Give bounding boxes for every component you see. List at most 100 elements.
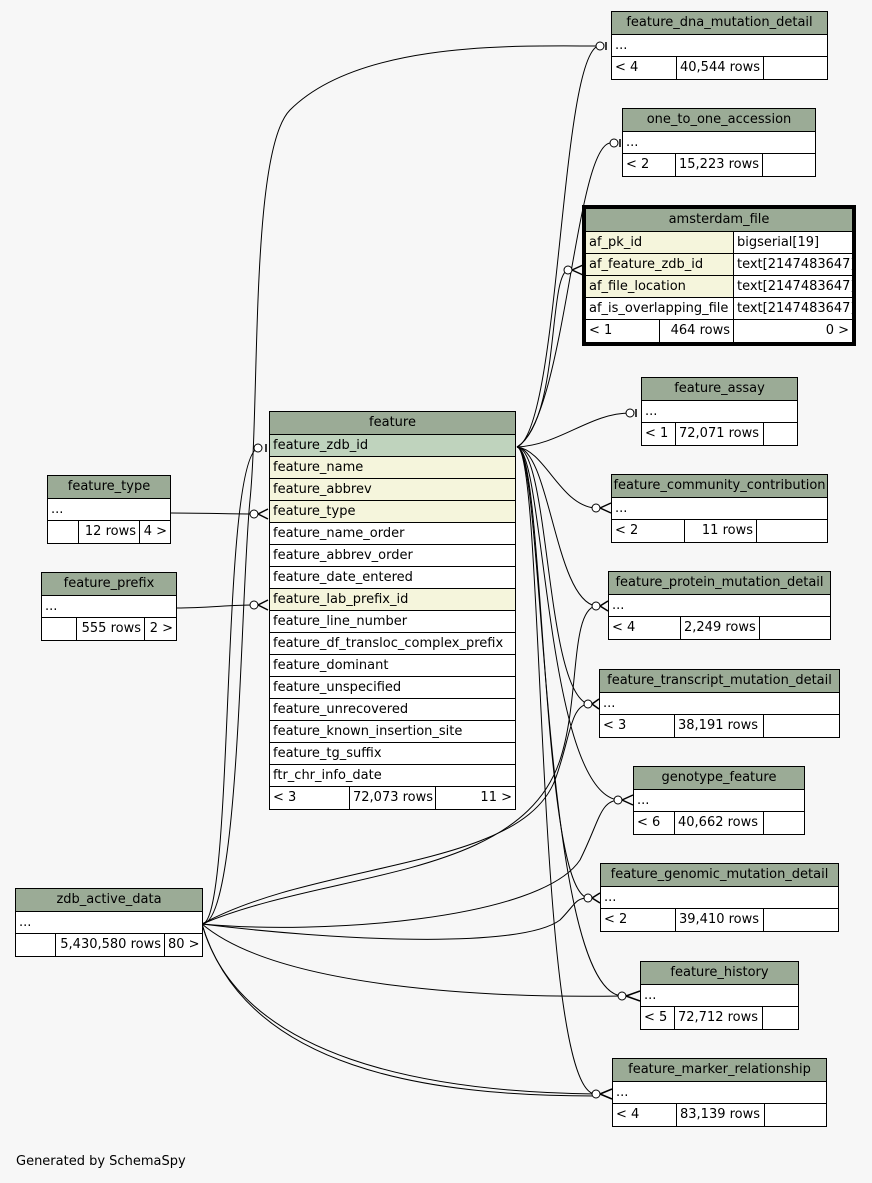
table-stats: < 1 72,071 rows <box>642 423 797 445</box>
column-row: feature_unrecovered <box>270 699 515 721</box>
table-feature-transcript-mutation-detail[interactable]: feature_transcript_mutation_detail ... <… <box>599 669 840 738</box>
table-zdb-active-data[interactable]: zdb_active_data ... 5,430,580 rows 80 > <box>15 888 203 957</box>
table-title[interactable]: feature_protein_mutation_detail <box>609 572 830 595</box>
table-title[interactable]: feature_genomic_mutation_detail <box>601 864 838 887</box>
table-title[interactable]: one_to_one_accession <box>623 109 815 132</box>
table-feature-protein-mutation-detail[interactable]: feature_protein_mutation_detail ... < 4 … <box>608 571 831 640</box>
stat-children <box>764 909 838 931</box>
column-ellipsis: ... <box>613 1082 826 1104</box>
edge-feature-protein <box>516 446 597 607</box>
table-title[interactable]: feature_history <box>641 962 798 985</box>
table-feature-assay[interactable]: feature_assay ... < 1 72,071 rows <box>641 377 798 446</box>
table-title[interactable]: amsterdam_file <box>586 209 852 232</box>
stat-parents <box>48 521 79 543</box>
stat-children: 4 > <box>143 524 167 539</box>
table-stats: < 4 40,544 rows <box>612 57 827 79</box>
column-name: af_feature_zdb_id <box>586 254 734 275</box>
stat-children: 2 > <box>149 621 173 636</box>
table-title[interactable]: feature_community_contribution <box>612 475 827 498</box>
table-one-to-one-accession[interactable]: one_to_one_accession ... < 2 15,223 rows <box>622 108 816 177</box>
table-stats: < 4 2,249 rows <box>609 617 830 639</box>
table-title[interactable]: feature_transcript_mutation_detail <box>600 670 839 693</box>
stat-children: 11 > <box>480 790 512 805</box>
table-stats: 5,430,580 rows 80 > <box>16 934 202 956</box>
table-feature-genomic-mutation-detail[interactable]: feature_genomic_mutation_detail ... < 2 … <box>600 863 839 932</box>
table-amsterdam-file[interactable]: amsterdam_file af_pk_id bigserial[19] af… <box>582 205 856 346</box>
table-title[interactable]: feature_marker_relationship <box>613 1059 826 1082</box>
edge-end-feature-circle <box>253 443 263 453</box>
table-feature-history[interactable]: feature_history ... < 5 72,712 rows <box>640 961 799 1030</box>
table-title[interactable]: feature_type <box>48 476 170 499</box>
stat-parents: < 3 <box>600 715 675 737</box>
edge-zdb-feature <box>201 447 259 925</box>
table-title[interactable]: zdb_active_data <box>16 889 202 912</box>
stat-children <box>763 1007 798 1029</box>
column-ellipsis: ... <box>42 596 176 618</box>
stat-children <box>763 154 815 176</box>
table-feature-type[interactable]: feature_type ... 12 rows 4 > <box>47 475 171 544</box>
column-row: feature_dominant <box>270 655 515 677</box>
edge-zdb-marker2 <box>201 923 596 1097</box>
edge-end-onetoone-circle <box>609 138 619 148</box>
column-row: af_file_location text[2147483647] <box>586 276 852 298</box>
table-stats: 12 rows 4 > <box>48 521 170 543</box>
stat-parents: < 2 <box>601 909 676 931</box>
edge-zdb-protein <box>201 605 597 925</box>
edge-end-community-circle <box>591 503 601 513</box>
table-title[interactable]: feature <box>270 412 515 435</box>
table-title[interactable]: feature_prefix <box>42 573 176 596</box>
column-ellipsis: ... <box>601 887 838 909</box>
column-row: feature_lab_prefix_id <box>270 589 515 611</box>
edge-end-protein-circle <box>591 601 601 611</box>
column-name: af_is_overlapping_file <box>586 298 734 319</box>
stat-parents: < 1 <box>586 320 660 342</box>
stat-rows: 11 rows <box>685 520 757 542</box>
table-feature-prefix[interactable]: feature_prefix ... 555 rows 2 > <box>41 572 177 641</box>
column-ellipsis: ... <box>641 985 798 1007</box>
edge-end-history-circle <box>617 991 627 1001</box>
column-row: af_is_overlapping_file text[2147483647] <box>586 298 852 320</box>
stat-rows: 72,073 rows <box>350 787 436 809</box>
stat-children <box>764 57 827 79</box>
table-stats: < 2 39,410 rows <box>601 909 838 931</box>
stat-parents <box>42 618 77 640</box>
stat-children <box>760 617 830 639</box>
stat-children <box>764 423 797 445</box>
stat-parents: < 6 <box>634 812 675 834</box>
column-ellipsis: ... <box>609 595 830 617</box>
stat-parents: < 2 <box>623 154 676 176</box>
column-row: feature_tg_suffix <box>270 743 515 765</box>
stat-parents: < 4 <box>612 57 677 79</box>
stat-rows: 83,139 rows <box>677 1104 765 1126</box>
column-name: af_pk_id <box>586 232 734 253</box>
stat-children <box>764 812 804 834</box>
stat-children <box>757 520 827 542</box>
stat-parents: < 4 <box>613 1104 677 1126</box>
footer-text: Generated by SchemaSpy <box>16 1154 186 1169</box>
column-row: feature_type <box>270 501 515 523</box>
table-feature-dna-mutation-detail[interactable]: feature_dna_mutation_detail ... < 4 40,5… <box>611 11 828 80</box>
stat-parents: < 2 <box>612 520 685 542</box>
table-genotype-feature[interactable]: genotype_feature ... < 6 40,662 rows <box>633 766 805 835</box>
column-ellipsis: ... <box>612 498 827 520</box>
table-title[interactable]: feature_dna_mutation_detail <box>612 12 827 35</box>
edge-crow-transcript <box>591 698 600 710</box>
edge-type-feature <box>170 512 253 515</box>
table-stats: < 5 72,712 rows <box>641 1007 798 1029</box>
edge-crow-community <box>599 502 612 514</box>
table-stats: < 2 11 rows <box>612 520 827 542</box>
table-title[interactable]: feature_assay <box>642 378 797 401</box>
edge-crow-history <box>625 990 641 1002</box>
table-stats: 555 rows 2 > <box>42 618 176 640</box>
table-feature[interactable]: feature feature_zdb_id feature_name feat… <box>269 411 516 810</box>
column-type: bigserial[19] <box>734 232 852 253</box>
stat-rows: 38,191 rows <box>675 715 764 737</box>
edge-end-amsterdam-circle <box>563 265 573 275</box>
table-feature-community-contribution[interactable]: feature_community_contribution ... < 2 1… <box>611 474 828 543</box>
stat-children: 80 > <box>168 937 200 952</box>
table-title[interactable]: genotype_feature <box>634 767 804 790</box>
table-feature-marker-relationship[interactable]: feature_marker_relationship ... < 4 83,1… <box>612 1058 827 1127</box>
edge-zdb-marker1 <box>201 923 596 1095</box>
stat-rows: 40,662 rows <box>675 812 764 834</box>
